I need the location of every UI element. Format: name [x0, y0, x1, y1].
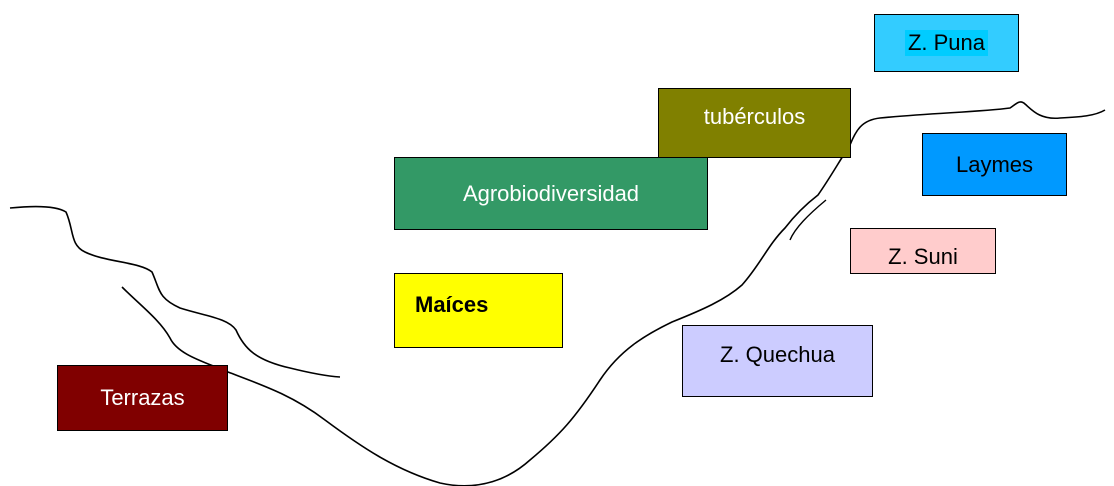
- upper-terrace-line: [9, 205, 341, 378]
- terrazas-label: Terrazas: [100, 385, 185, 410]
- agrobiodiversidad-label: Agrobiodiversidad: [462, 180, 640, 206]
- zona-quechua-label: Z. Quechua: [720, 342, 835, 367]
- agrobiodiversidad-box: Agrobiodiversidad: [394, 157, 708, 230]
- zona-puna-label: Z. Puna: [904, 30, 989, 56]
- terrazas-box: Terrazas: [57, 365, 228, 431]
- slope-tick-mark: [789, 199, 827, 241]
- laymes-label: Laymes: [955, 151, 1034, 177]
- valley-floor-line: [121, 101, 1106, 486]
- zona-suni-box: Z. Suni: [850, 228, 996, 274]
- zona-puna-box: Z. Puna: [874, 14, 1019, 72]
- zona-suni-label: Z. Suni: [888, 244, 958, 269]
- laymes-box: Laymes: [922, 133, 1067, 196]
- maices-label: Maíces: [415, 291, 489, 317]
- maices-box: Maíces: [394, 273, 563, 348]
- tuberculos-box: tubérculos: [658, 88, 851, 158]
- zona-quechua-box: Z. Quechua: [682, 325, 873, 397]
- tuberculos-label: tubérculos: [703, 104, 806, 129]
